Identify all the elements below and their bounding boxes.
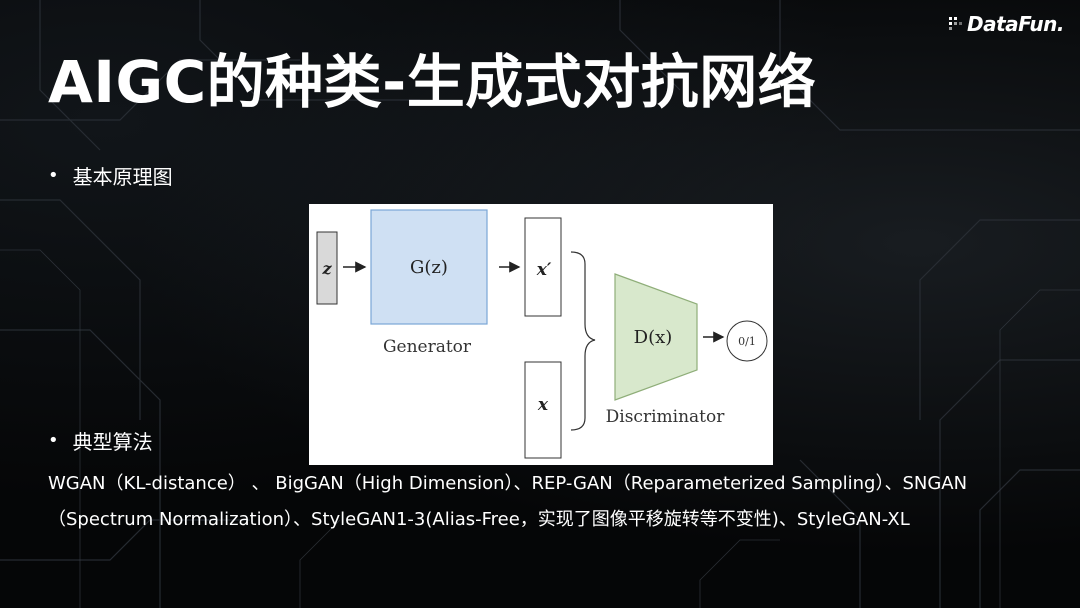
bullet-dot-icon: • xyxy=(48,430,59,451)
bullet-principle: • 基本原理图 xyxy=(48,161,173,190)
gan-diagram-svg: z G(z) Generator x′ x D(x) Discriminator xyxy=(316,209,768,459)
z-label: z xyxy=(321,259,332,278)
datafun-logo-mark-icon xyxy=(949,17,963,30)
z-input-box xyxy=(316,231,338,305)
real-sample-label: x xyxy=(537,395,549,415)
generator-caption: Generator xyxy=(383,337,472,357)
bullet-label: 典型算法 xyxy=(72,430,153,454)
discriminator-caption: Discriminator xyxy=(606,407,726,427)
discriminator-box-label: D(x) xyxy=(634,327,673,348)
discriminator-shape xyxy=(614,273,698,401)
bullet-dot-icon: • xyxy=(48,165,59,186)
input-bracket xyxy=(570,251,596,431)
algorithms-text: WGAN（KL-distance） 、 BigGAN（High Dimensio… xyxy=(48,473,968,530)
output-circle xyxy=(726,320,768,362)
bullet-label: 基本原理图 xyxy=(72,165,173,189)
real-sample-box xyxy=(524,361,562,459)
gan-diagram: z G(z) Generator x′ x D(x) Discriminator xyxy=(309,204,773,465)
generator-box xyxy=(370,209,488,325)
datafun-logo: DataFun. xyxy=(949,12,1064,36)
generator-box-label: G(z) xyxy=(410,257,448,278)
bullet-algorithms: • 典型算法 xyxy=(48,426,153,455)
fake-sample-box xyxy=(524,217,562,317)
logo-text: DataFun. xyxy=(967,12,1064,36)
slide-title: AIGC的种类-生成式对抗网络 xyxy=(48,48,817,116)
fake-sample-label: x′ xyxy=(536,260,552,280)
output-label: 0/1 xyxy=(738,335,756,348)
